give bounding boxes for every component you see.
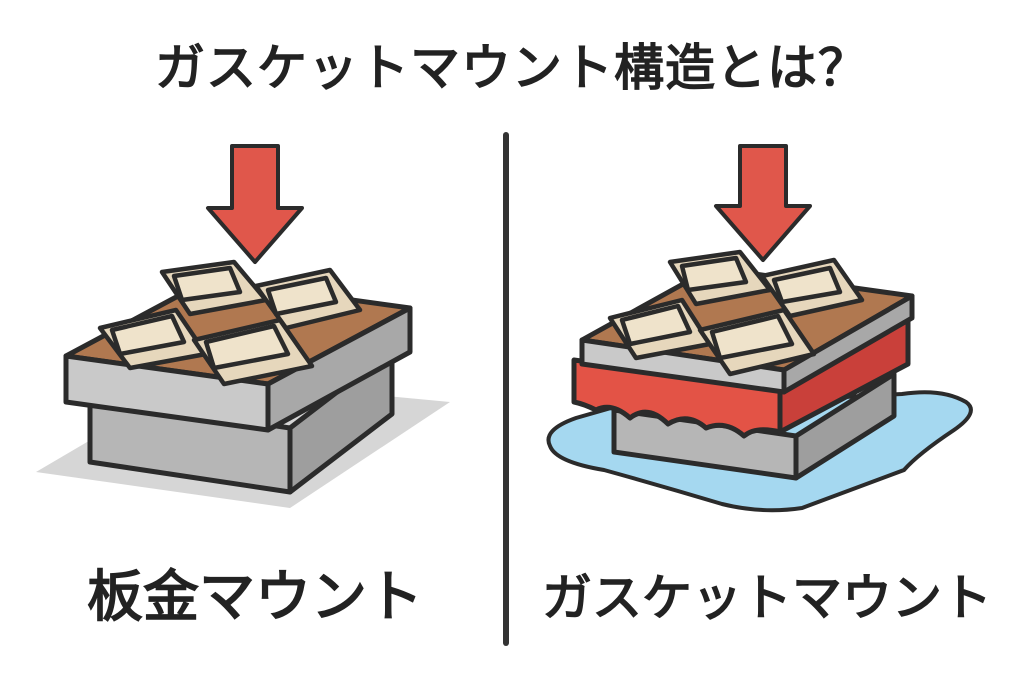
keycap-front-right bbox=[191, 317, 315, 387]
keycap-back-left bbox=[159, 259, 269, 317]
gasket-front bbox=[571, 357, 783, 439]
keycap-front-right bbox=[697, 307, 817, 377]
pressure-arrow bbox=[206, 144, 304, 264]
keycap-back-left bbox=[667, 249, 773, 307]
keycap-front-left bbox=[607, 297, 713, 361]
keycap-back-right bbox=[759, 257, 865, 319]
diagram-title: ガスケットマウント構造とは？ bbox=[155, 39, 869, 97]
center-divider bbox=[503, 132, 509, 646]
plate-mount-label: 板金マウント bbox=[87, 565, 423, 630]
keycap-front-left bbox=[97, 307, 209, 371]
keycap-back-right bbox=[253, 267, 363, 331]
pressure-arrow bbox=[714, 144, 812, 262]
plate-side-rim bbox=[265, 305, 413, 433]
plate-mount-illustration bbox=[36, 144, 450, 508]
case-side bbox=[793, 371, 897, 481]
gasket-mount-illustration bbox=[546, 144, 973, 513]
plate-side-rim bbox=[781, 293, 915, 395]
gasket-mount-label: ガスケットマウント bbox=[542, 569, 992, 627]
